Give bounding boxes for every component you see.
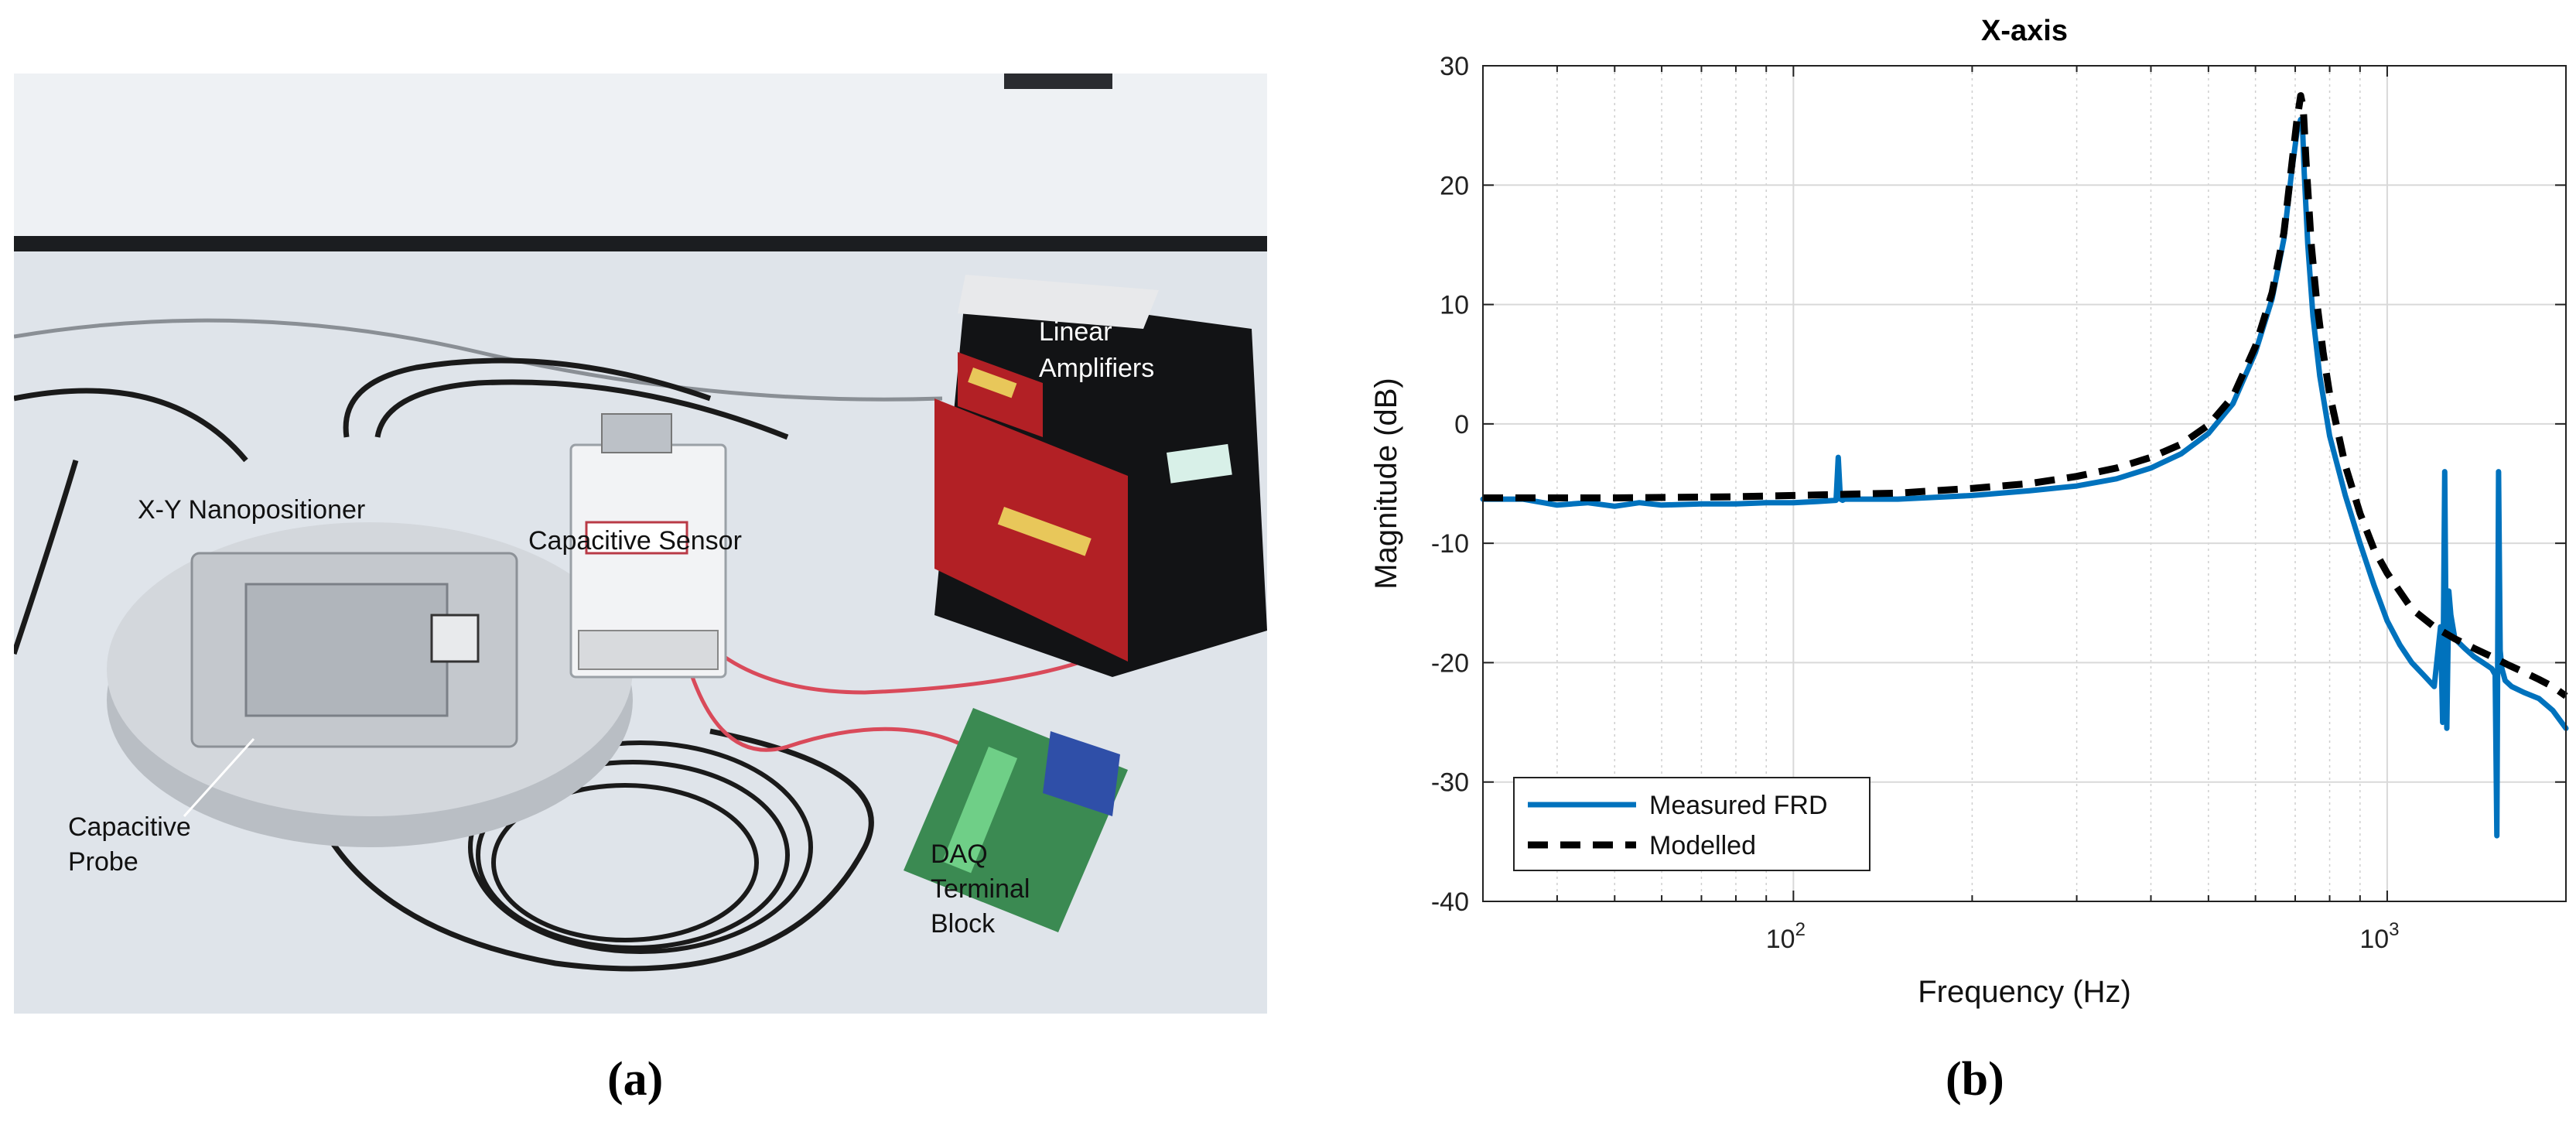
label-linear-amplifiers-line1: Linear	[1039, 317, 1112, 347]
y-tick-label: -20	[1431, 648, 1469, 678]
legend-label-measured: Measured FRD	[1649, 791, 1828, 820]
x-tick-label: 102	[1766, 919, 1806, 954]
label-capacitive-probe-line1: Capacitive	[68, 812, 191, 842]
y-tick-label: -10	[1431, 529, 1469, 559]
legend-label-modelled: Modelled	[1649, 831, 1756, 860]
legend-box	[1513, 777, 1871, 871]
chart-canvas: -40 -30 -20 -10 0 10 20 30 102 103 X-axis Frequen…	[1369, 15, 2569, 1009]
x-axis-title: Frequency (Hz)	[1918, 975, 2131, 1009]
caption-b: (b)	[1946, 1053, 2004, 1106]
x-tick-label: 103	[2359, 919, 2399, 954]
legend: Measured FRD Modelled	[1513, 777, 1871, 871]
label-linear-amplifiers-line2: Amplifiers	[1039, 354, 1155, 383]
y-axis-title: Magnitude (dB)	[1369, 378, 1403, 589]
series-layer	[1480, 92, 2569, 839]
chart-title: X-axis	[1981, 15, 2068, 47]
series-modelled	[1483, 92, 2568, 699]
frequency-response-chart: -40 -30 -20 -10 0 10 20 30 102 103 X-axis Frequen…	[1315, 0, 2576, 1125]
label-daq-line1: DAQ	[931, 839, 988, 869]
label-capacitive-probe-line2: Probe	[68, 847, 138, 877]
label-daq-line2: Terminal	[931, 874, 1030, 904]
photo-illustration	[14, 74, 1267, 1014]
setup-photo: Linear Amplifiers X-Y Nanopositioner Cap…	[14, 74, 1267, 1014]
y-tick-label: 0	[1454, 410, 1469, 439]
label-nanopositioner: X-Y Nanopositioner	[138, 495, 366, 525]
caption-a: (a)	[607, 1053, 664, 1106]
grid	[1482, 65, 2567, 902]
y-tick-label: -30	[1431, 768, 1469, 798]
y-tick-label: 10	[1440, 291, 1469, 320]
label-daq-line3: Block	[931, 909, 996, 939]
label-capacitive-sensor: Capacitive Sensor	[528, 526, 742, 556]
series-measured-frd	[1480, 116, 2569, 839]
y-tick-label: -40	[1431, 887, 1469, 917]
y-tick-label: 30	[1440, 52, 1469, 81]
plot-frame	[1482, 65, 2567, 902]
y-tick-label: 20	[1440, 171, 1469, 200]
tick-labels: -40 -30 -20 -10 0 10 20 30 102 103	[1431, 52, 2400, 954]
